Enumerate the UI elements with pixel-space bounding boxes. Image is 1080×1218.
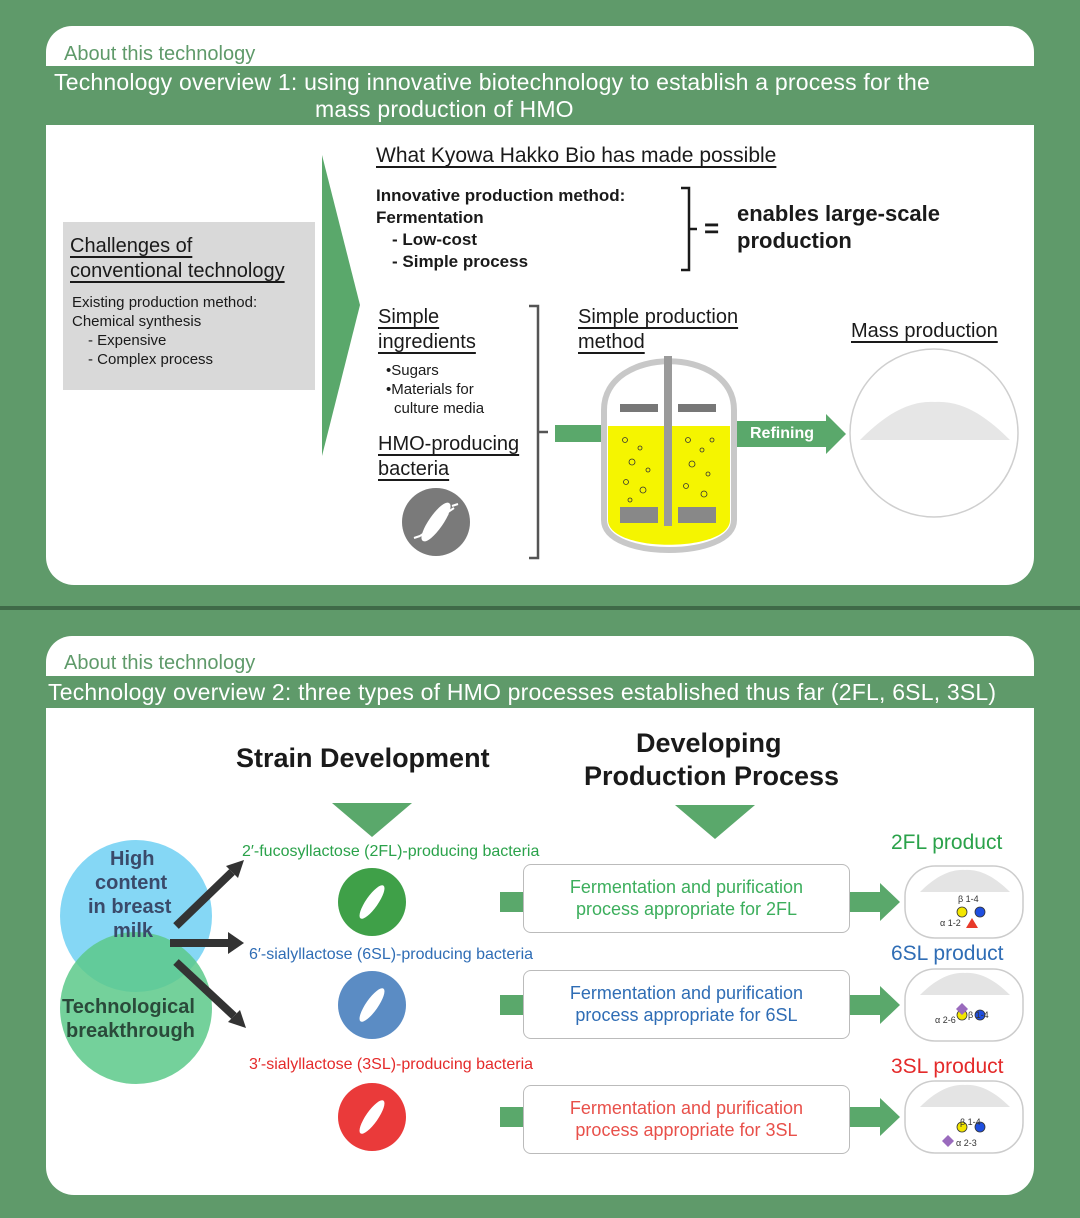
bacteria-heading-line2: bacteria bbox=[378, 458, 450, 480]
row-6sl-bacteria-label: 6′-sialyllactose (6SL)-producing bacteri… bbox=[249, 946, 534, 963]
row-6sl-process-line2: process appropriate for 6SL bbox=[575, 1005, 798, 1025]
row-2fl-process-line2: process appropriate for 2FL bbox=[575, 899, 798, 919]
panel1-header-tab bbox=[46, 26, 1034, 66]
panel-separator bbox=[0, 606, 1080, 610]
venn-bottom-line2: breakthrough bbox=[66, 1020, 195, 1042]
row-3sl-process-line1: Fermentation and purification bbox=[569, 1098, 804, 1118]
row-3sl-link2: α 2-3 bbox=[956, 1138, 977, 1148]
row-6sl-link1: β 1-4 bbox=[968, 1010, 989, 1020]
challenges-line2: Chemical synthesis bbox=[72, 313, 202, 330]
method-line3: - Low-cost bbox=[392, 230, 477, 249]
challenges-line1: Existing production method: bbox=[72, 294, 258, 311]
venn-top-line3: in breast bbox=[88, 896, 172, 918]
prod-method-line1: Simple production bbox=[578, 306, 739, 328]
method-line2: Fermentation bbox=[376, 208, 484, 227]
row-2fl-process-box bbox=[523, 864, 850, 933]
panel1-title-line2: mass production of HMO bbox=[315, 96, 574, 122]
prod-method-line2: method bbox=[578, 331, 645, 353]
row-6sl-link2: α 2-6 bbox=[935, 1015, 956, 1025]
bacteria-heading-line1: HMO-producing bbox=[378, 433, 520, 455]
ingredients-item3: culture media bbox=[394, 400, 485, 417]
ingredients-heading-line2: ingredients bbox=[378, 331, 476, 353]
row-2fl-bacteria-label: 2′-fucosyllactose (2FL)-producing bacter… bbox=[242, 843, 540, 860]
panel1-small-label: About this technology bbox=[64, 43, 256, 65]
challenges-heading-line1: Challenges of bbox=[70, 235, 193, 257]
result-line2: production bbox=[737, 228, 852, 253]
equals-sign: = bbox=[704, 213, 720, 243]
method-line1: Innovative production method: bbox=[376, 186, 626, 205]
row-2fl-product-label: 2FL product bbox=[891, 831, 1003, 854]
challenges-line4: - Complex process bbox=[88, 351, 214, 368]
ingredients-item1: •Sugars bbox=[386, 362, 439, 379]
row-3sl-bacteria-label: 3′-sialyllactose (3SL)-producing bacteri… bbox=[249, 1056, 534, 1073]
challenges-heading-line2: conventional technology bbox=[70, 260, 285, 282]
row-2fl-process-line1: Fermentation and purification bbox=[569, 877, 804, 897]
method-line4: - Simple process bbox=[392, 252, 529, 271]
row-3sl-link1: β 1-4 bbox=[960, 1117, 981, 1127]
strain-heading: Strain Development bbox=[236, 743, 490, 773]
ingredients-heading-line1: Simple bbox=[378, 306, 440, 328]
row-3sl-product-label: 3SL product bbox=[891, 1055, 1004, 1078]
venn-top-line2: content bbox=[95, 872, 168, 894]
ingredients-item2: •Materials for bbox=[386, 381, 474, 398]
row-3sl-process-box bbox=[523, 1085, 850, 1154]
panel1-title-line1: Technology overview 1: using innovative … bbox=[54, 69, 930, 95]
mass-production-heading: Mass production bbox=[851, 320, 998, 342]
result-line1: enables large-scale bbox=[737, 201, 941, 226]
row-2fl-link2: α 1-2 bbox=[940, 918, 961, 928]
possible-heading: What Kyowa Hakko Bio has made possible bbox=[376, 144, 777, 167]
row-6sl-process-box bbox=[523, 970, 850, 1039]
venn-bottom-line1: Technological bbox=[62, 996, 195, 1018]
challenges-box bbox=[63, 222, 315, 390]
process-heading-line2: Production Process bbox=[584, 761, 840, 791]
process-heading-line1: Developing bbox=[636, 728, 782, 758]
row-6sl-process-line1: Fermentation and purification bbox=[569, 983, 804, 1003]
panel2-title: Technology overview 2: three types of HM… bbox=[48, 679, 997, 705]
row-2fl-link1: β 1-4 bbox=[958, 894, 979, 904]
venn-top-line1: High bbox=[110, 848, 155, 870]
challenges-line3: - Expensive bbox=[88, 332, 167, 349]
row-3sl-process-line2: process appropriate for 3SL bbox=[575, 1120, 798, 1140]
panel2-header-tab bbox=[46, 636, 1034, 676]
refining-label: Refining bbox=[750, 425, 814, 442]
venn-top-line4: milk bbox=[113, 920, 154, 942]
row-6sl-product-label: 6SL product bbox=[891, 942, 1004, 965]
panel2-small-label: About this technology bbox=[64, 652, 256, 674]
